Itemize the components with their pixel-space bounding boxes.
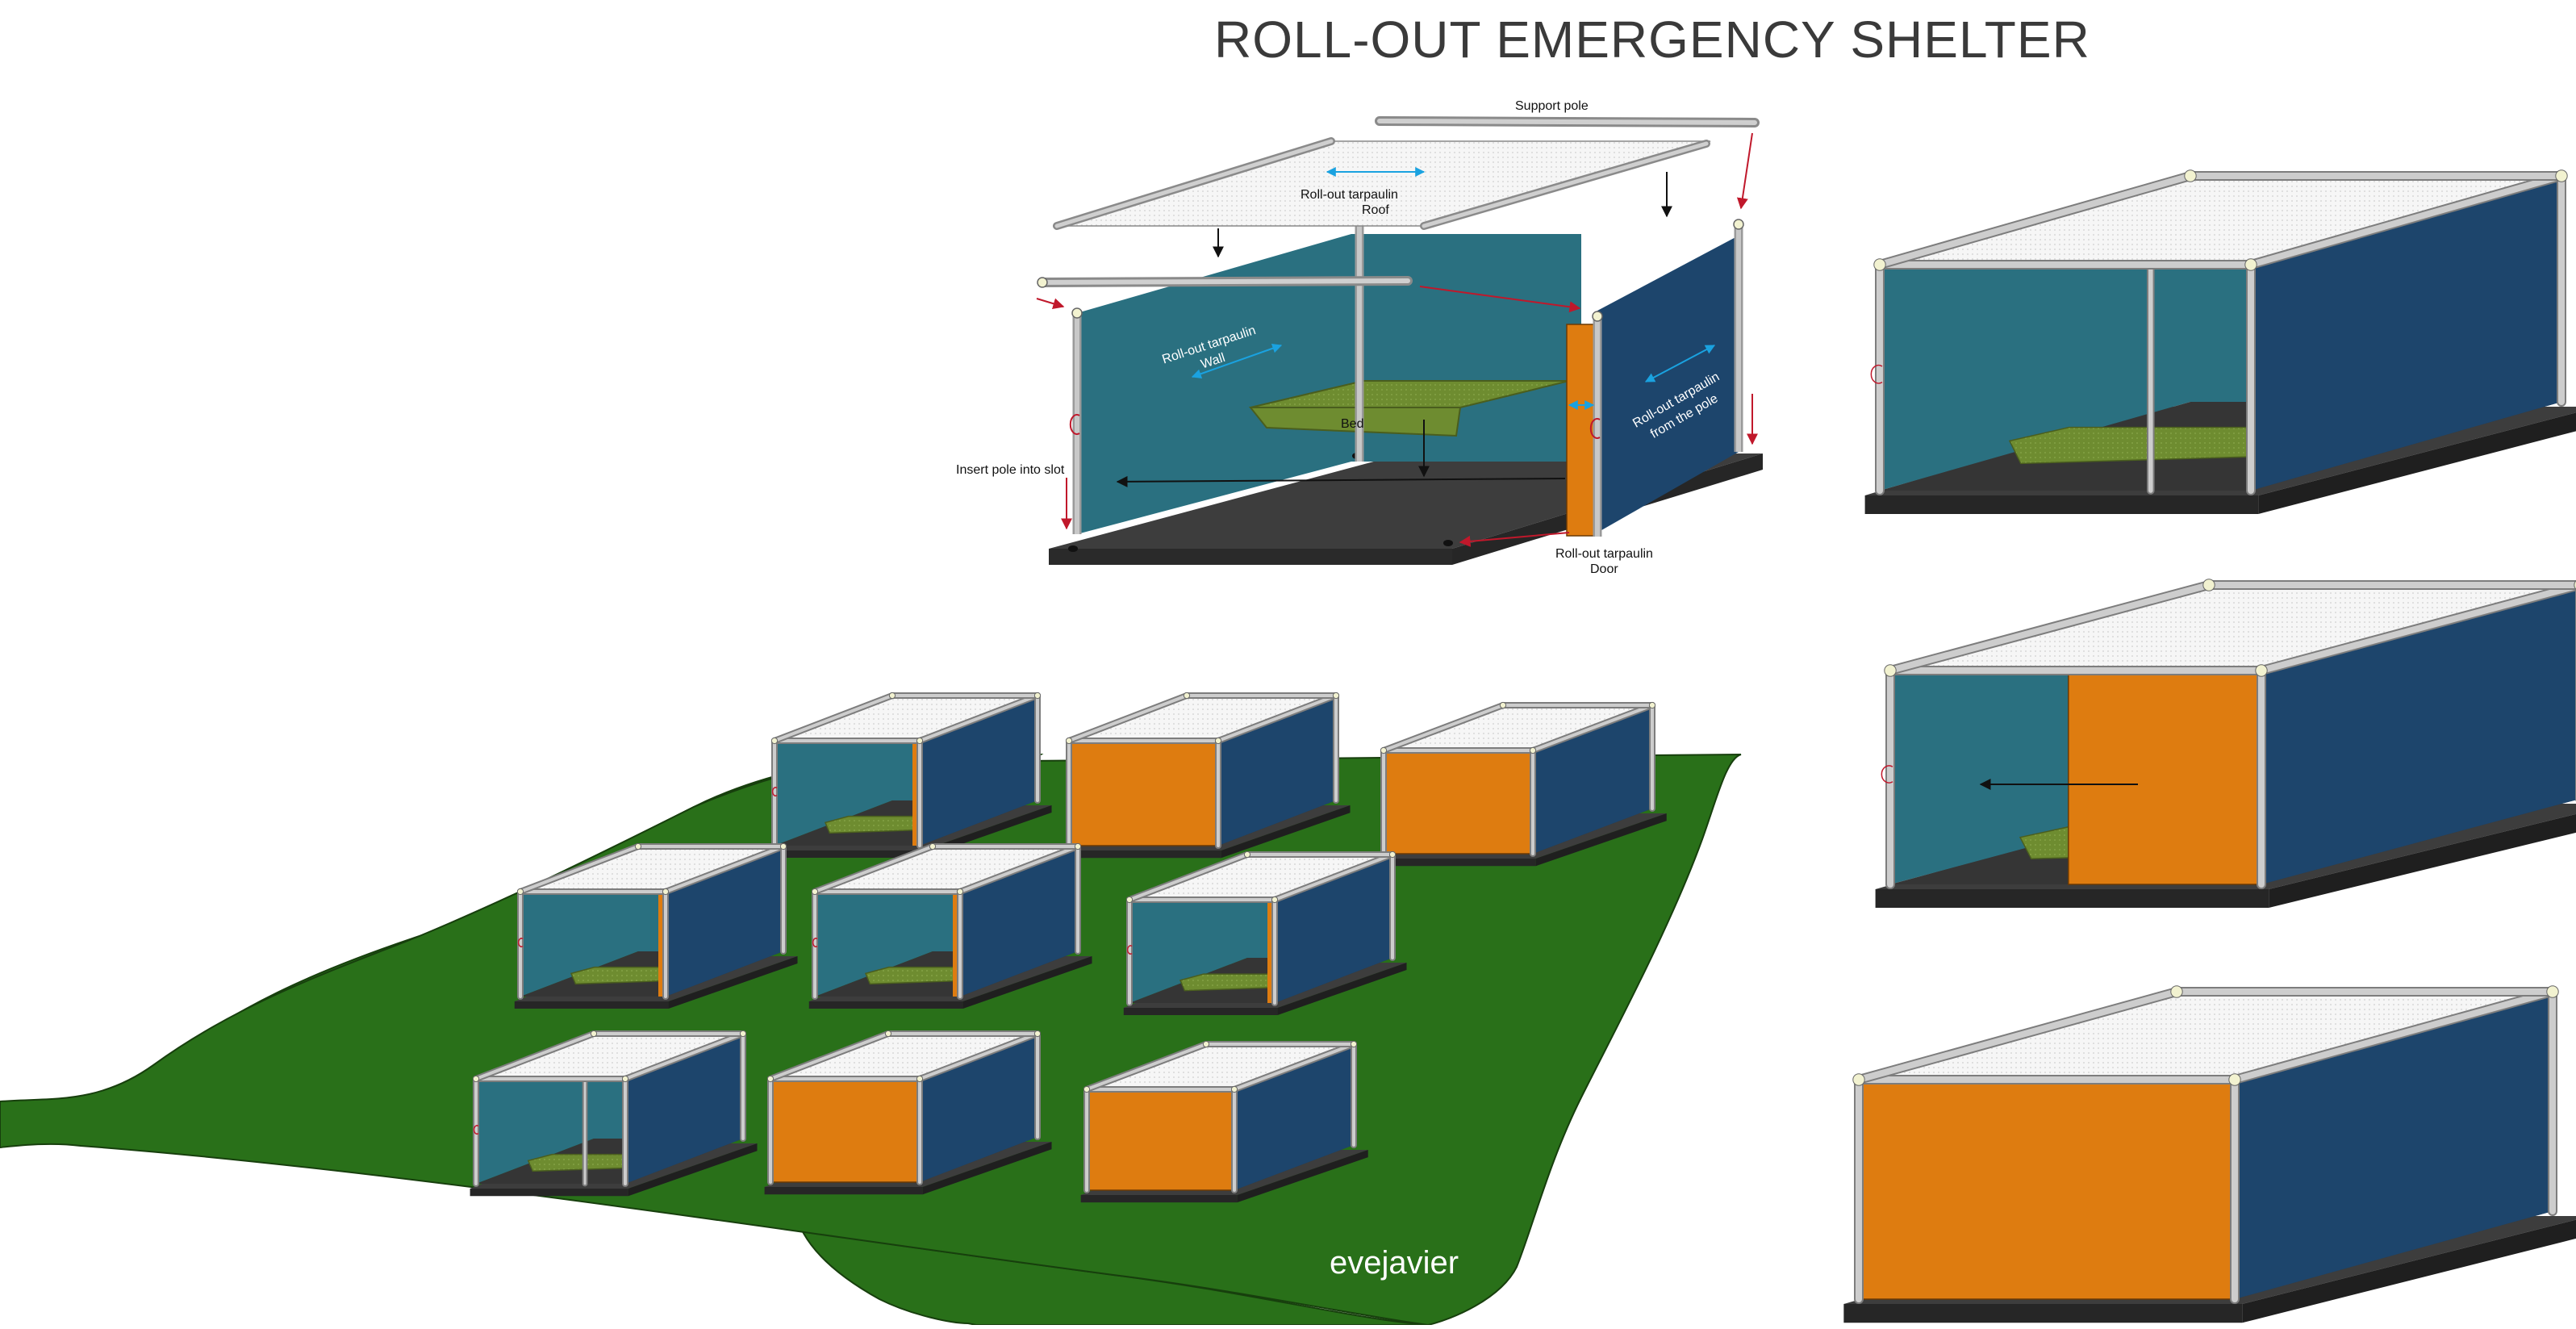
label-insert-pole: Insert pole into slot — [956, 463, 1065, 477]
field-shelter-7 — [470, 1030, 758, 1197]
shelter-view-open — [1864, 169, 2576, 514]
field-shelter-2 — [1063, 692, 1351, 859]
field-shelter-1 — [768, 692, 1052, 858]
shelter-views — [470, 169, 2576, 1323]
roll-out-wall — [1077, 234, 1351, 534]
shelter-view-door-half — [1875, 579, 2576, 908]
roll-out-door — [1566, 324, 1598, 537]
label-door-line1: Roll-out tarpaulin — [1555, 547, 1653, 561]
field-shelter-8 — [764, 1030, 1052, 1195]
field-shelter-3 — [1377, 701, 1667, 867]
shelter-view-closed — [1843, 985, 2576, 1323]
field-shelter-9 — [1080, 1040, 1368, 1203]
artist-signature: evejavier — [1330, 1245, 1459, 1281]
label-bed: Bed — [1341, 417, 1364, 431]
label-door-line2: Door — [1590, 562, 1618, 576]
label-roof-line2: Roof — [1362, 203, 1389, 217]
field-shelter-6 — [1123, 850, 1407, 1015]
label-support-pole: Support pole — [1515, 99, 1589, 113]
roll-out-side-wall — [1597, 236, 1739, 533]
field-shelter-4 — [514, 842, 798, 1009]
page-title: ROLL-OUT EMERGENCY SHELTER — [1214, 10, 2090, 69]
exploded-shelter-diagram — [1036, 116, 1763, 565]
label-roof-line1: Roll-out tarpaulin — [1301, 188, 1398, 202]
field-shelter-5 — [808, 842, 1092, 1009]
